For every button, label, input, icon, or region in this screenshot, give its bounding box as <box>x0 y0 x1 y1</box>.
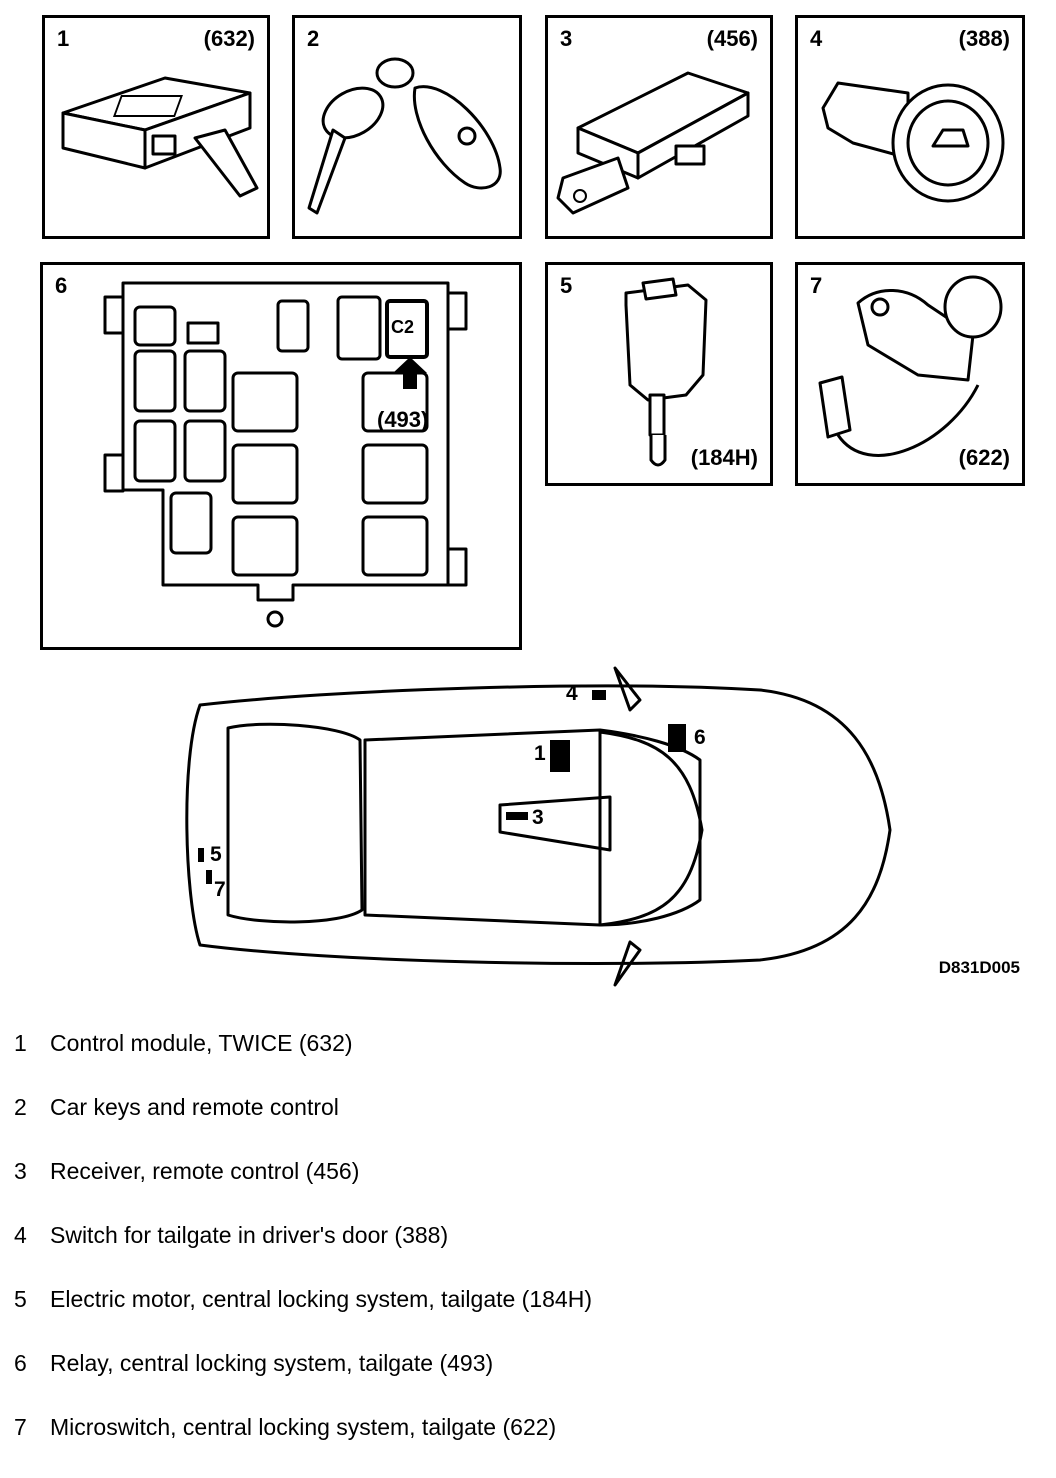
legend: 1 Control module, TWICE (632) 2 Car keys… <box>14 1030 1014 1478</box>
panel-number: 4 <box>810 26 823 51</box>
legend-text: Electric motor, central locking system, … <box>50 1286 592 1312</box>
car-keys-illustration <box>307 57 502 215</box>
legend-item: 2 Car keys and remote control <box>14 1094 1014 1158</box>
panel-number: 7 <box>810 273 823 298</box>
car-label-3: 3 <box>532 806 544 829</box>
car-label-4: 4 <box>566 682 578 705</box>
legend-item: 7 Microswitch, central locking system, t… <box>14 1414 1014 1478</box>
part-code: (456) <box>706 26 758 51</box>
car-label-5: 5 <box>210 843 222 866</box>
legend-number: 3 <box>14 1158 27 1184</box>
panel-number: 5 <box>560 273 573 298</box>
panel-number: 6 <box>55 273 68 298</box>
part-code: (632) <box>203 26 255 51</box>
legend-number: 4 <box>14 1222 27 1248</box>
part-code: (184H) <box>690 445 758 470</box>
microswitch-illustration <box>818 275 1003 457</box>
control-module-marker <box>550 740 570 772</box>
figure-id: D831D005 <box>938 958 1020 977</box>
legend-item: 3 Receiver, remote control (456) <box>14 1158 1014 1222</box>
legend-text: Relay, central locking system, tailgate … <box>50 1350 494 1376</box>
arrow-indicator <box>393 357 427 389</box>
legend-item: 4 Switch for tailgate in driver's door (… <box>14 1222 1014 1286</box>
legend-item: 1 Control module, TWICE (632) <box>14 1030 1014 1094</box>
panel-microswitch: 7 (622) <box>795 262 1025 486</box>
panel-electric-motor: 5 (184H) <box>545 262 773 486</box>
relay-box-illustration <box>103 281 468 628</box>
car-label-1: 1 <box>534 742 546 765</box>
receiver-illustration <box>556 71 750 215</box>
car-label-7: 7 <box>214 878 226 901</box>
legend-text: Car keys and remote control <box>50 1094 339 1120</box>
panel-number: 1 <box>57 26 70 51</box>
relay-marker <box>668 724 686 752</box>
part-code: (493) <box>377 407 429 432</box>
legend-number: 7 <box>14 1414 27 1440</box>
panel-control-module: 1 (632) <box>42 15 270 239</box>
receiver-marker <box>506 812 528 820</box>
relay-c2-label: C2 <box>391 317 415 337</box>
panel-number: 3 <box>560 26 573 51</box>
legend-number: 1 <box>14 1030 27 1056</box>
legend-text: Microswitch, central locking system, tai… <box>50 1414 557 1440</box>
panel-number: 2 <box>307 26 320 51</box>
microswitch-marker <box>206 870 212 884</box>
car-label-6: 6 <box>694 726 706 749</box>
motor-marker <box>198 848 204 862</box>
switch-marker <box>592 690 606 700</box>
panel-relay-box: 6 C2 (493) <box>40 262 522 650</box>
legend-number: 2 <box>14 1094 27 1120</box>
legend-text: Receiver, remote control (456) <box>50 1158 360 1184</box>
legend-number: 6 <box>14 1350 27 1376</box>
legend-number: 5 <box>14 1286 27 1312</box>
car-top-view <box>185 666 892 987</box>
panel-car-keys: 2 <box>292 15 522 239</box>
panel-tailgate-switch: 4 (388) <box>795 15 1025 239</box>
part-code: (622) <box>958 445 1010 470</box>
legend-text: Switch for tailgate in driver's door (38… <box>50 1222 449 1248</box>
control-module-illustration <box>61 76 259 198</box>
legend-item: 5 Electric motor, central locking system… <box>14 1286 1014 1350</box>
electric-motor-illustration <box>624 277 708 467</box>
panel-receiver: 3 (456) <box>545 15 773 239</box>
part-code: (388) <box>958 26 1010 51</box>
tailgate-switch-illustration <box>821 81 1005 203</box>
legend-text: Control module, TWICE (632) <box>50 1030 353 1056</box>
legend-item: 6 Relay, central locking system, tailgat… <box>14 1350 1014 1414</box>
